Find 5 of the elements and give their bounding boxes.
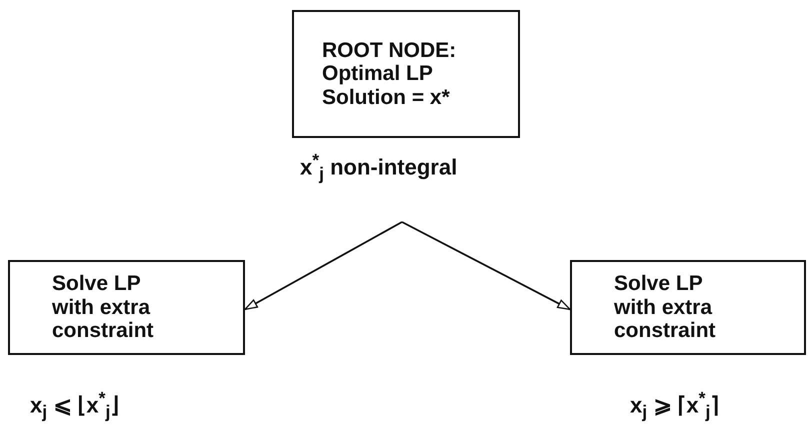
arrow: [402, 221, 571, 310]
box-text: ROOT NODE: Optimal LP Solution = x*: [322, 38, 458, 110]
box-text: Solve LP with extra constraint: [52, 272, 155, 343]
box-text: Solve LP with extra constraint: [614, 272, 717, 343]
arrow: [244, 221, 402, 310]
